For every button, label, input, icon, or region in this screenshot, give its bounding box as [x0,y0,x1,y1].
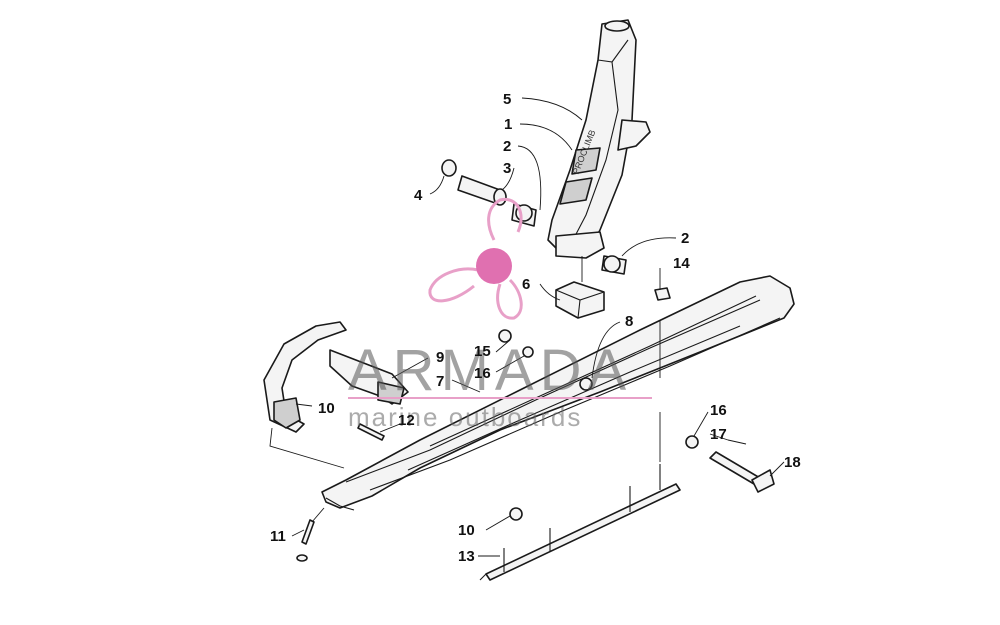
callout-16-right: 16 [710,402,727,419]
bushings [441,159,627,275]
callout-8: 8 [625,313,633,330]
hardware [296,287,775,562]
callout-12: 12 [398,412,415,429]
watermark-brand: ARMADA [348,338,632,403]
callout-14: 14 [673,255,690,272]
callout-17: 17 [710,426,727,443]
skag [479,464,681,581]
callout-13: 13 [458,548,475,565]
callout-5: 5 [503,91,511,108]
callout-3: 3 [503,160,511,177]
spindle: PROCLIMB [547,19,651,259]
callout-10-left: 10 [318,400,335,417]
callout-7: 7 [436,373,444,390]
callout-10-bottom: 10 [458,522,475,539]
callout-2-right: 2 [681,230,689,247]
watermark-tagline: marine outboards [348,402,582,432]
logo-blade-left [428,267,479,303]
callout-6: 6 [522,276,530,293]
callout-9: 9 [436,349,444,366]
callout-16-mid: 16 [474,365,491,382]
callout-labels: 5 1 2 3 4 2 14 6 8 15 16 9 7 10 12 16 17… [270,91,801,565]
callout-18: 18 [784,454,801,471]
logo-blade-top [487,197,523,241]
callout-15: 15 [474,343,491,360]
callout-4: 4 [414,187,423,204]
wear-pad [555,281,605,319]
callout-2-top: 2 [503,138,511,155]
leader-lines [269,97,785,557]
callout-11: 11 [270,528,286,545]
armada-logo [428,197,523,320]
callout-1: 1 [504,116,512,133]
logo-hub [476,248,512,284]
logo-blade-right [496,278,523,320]
